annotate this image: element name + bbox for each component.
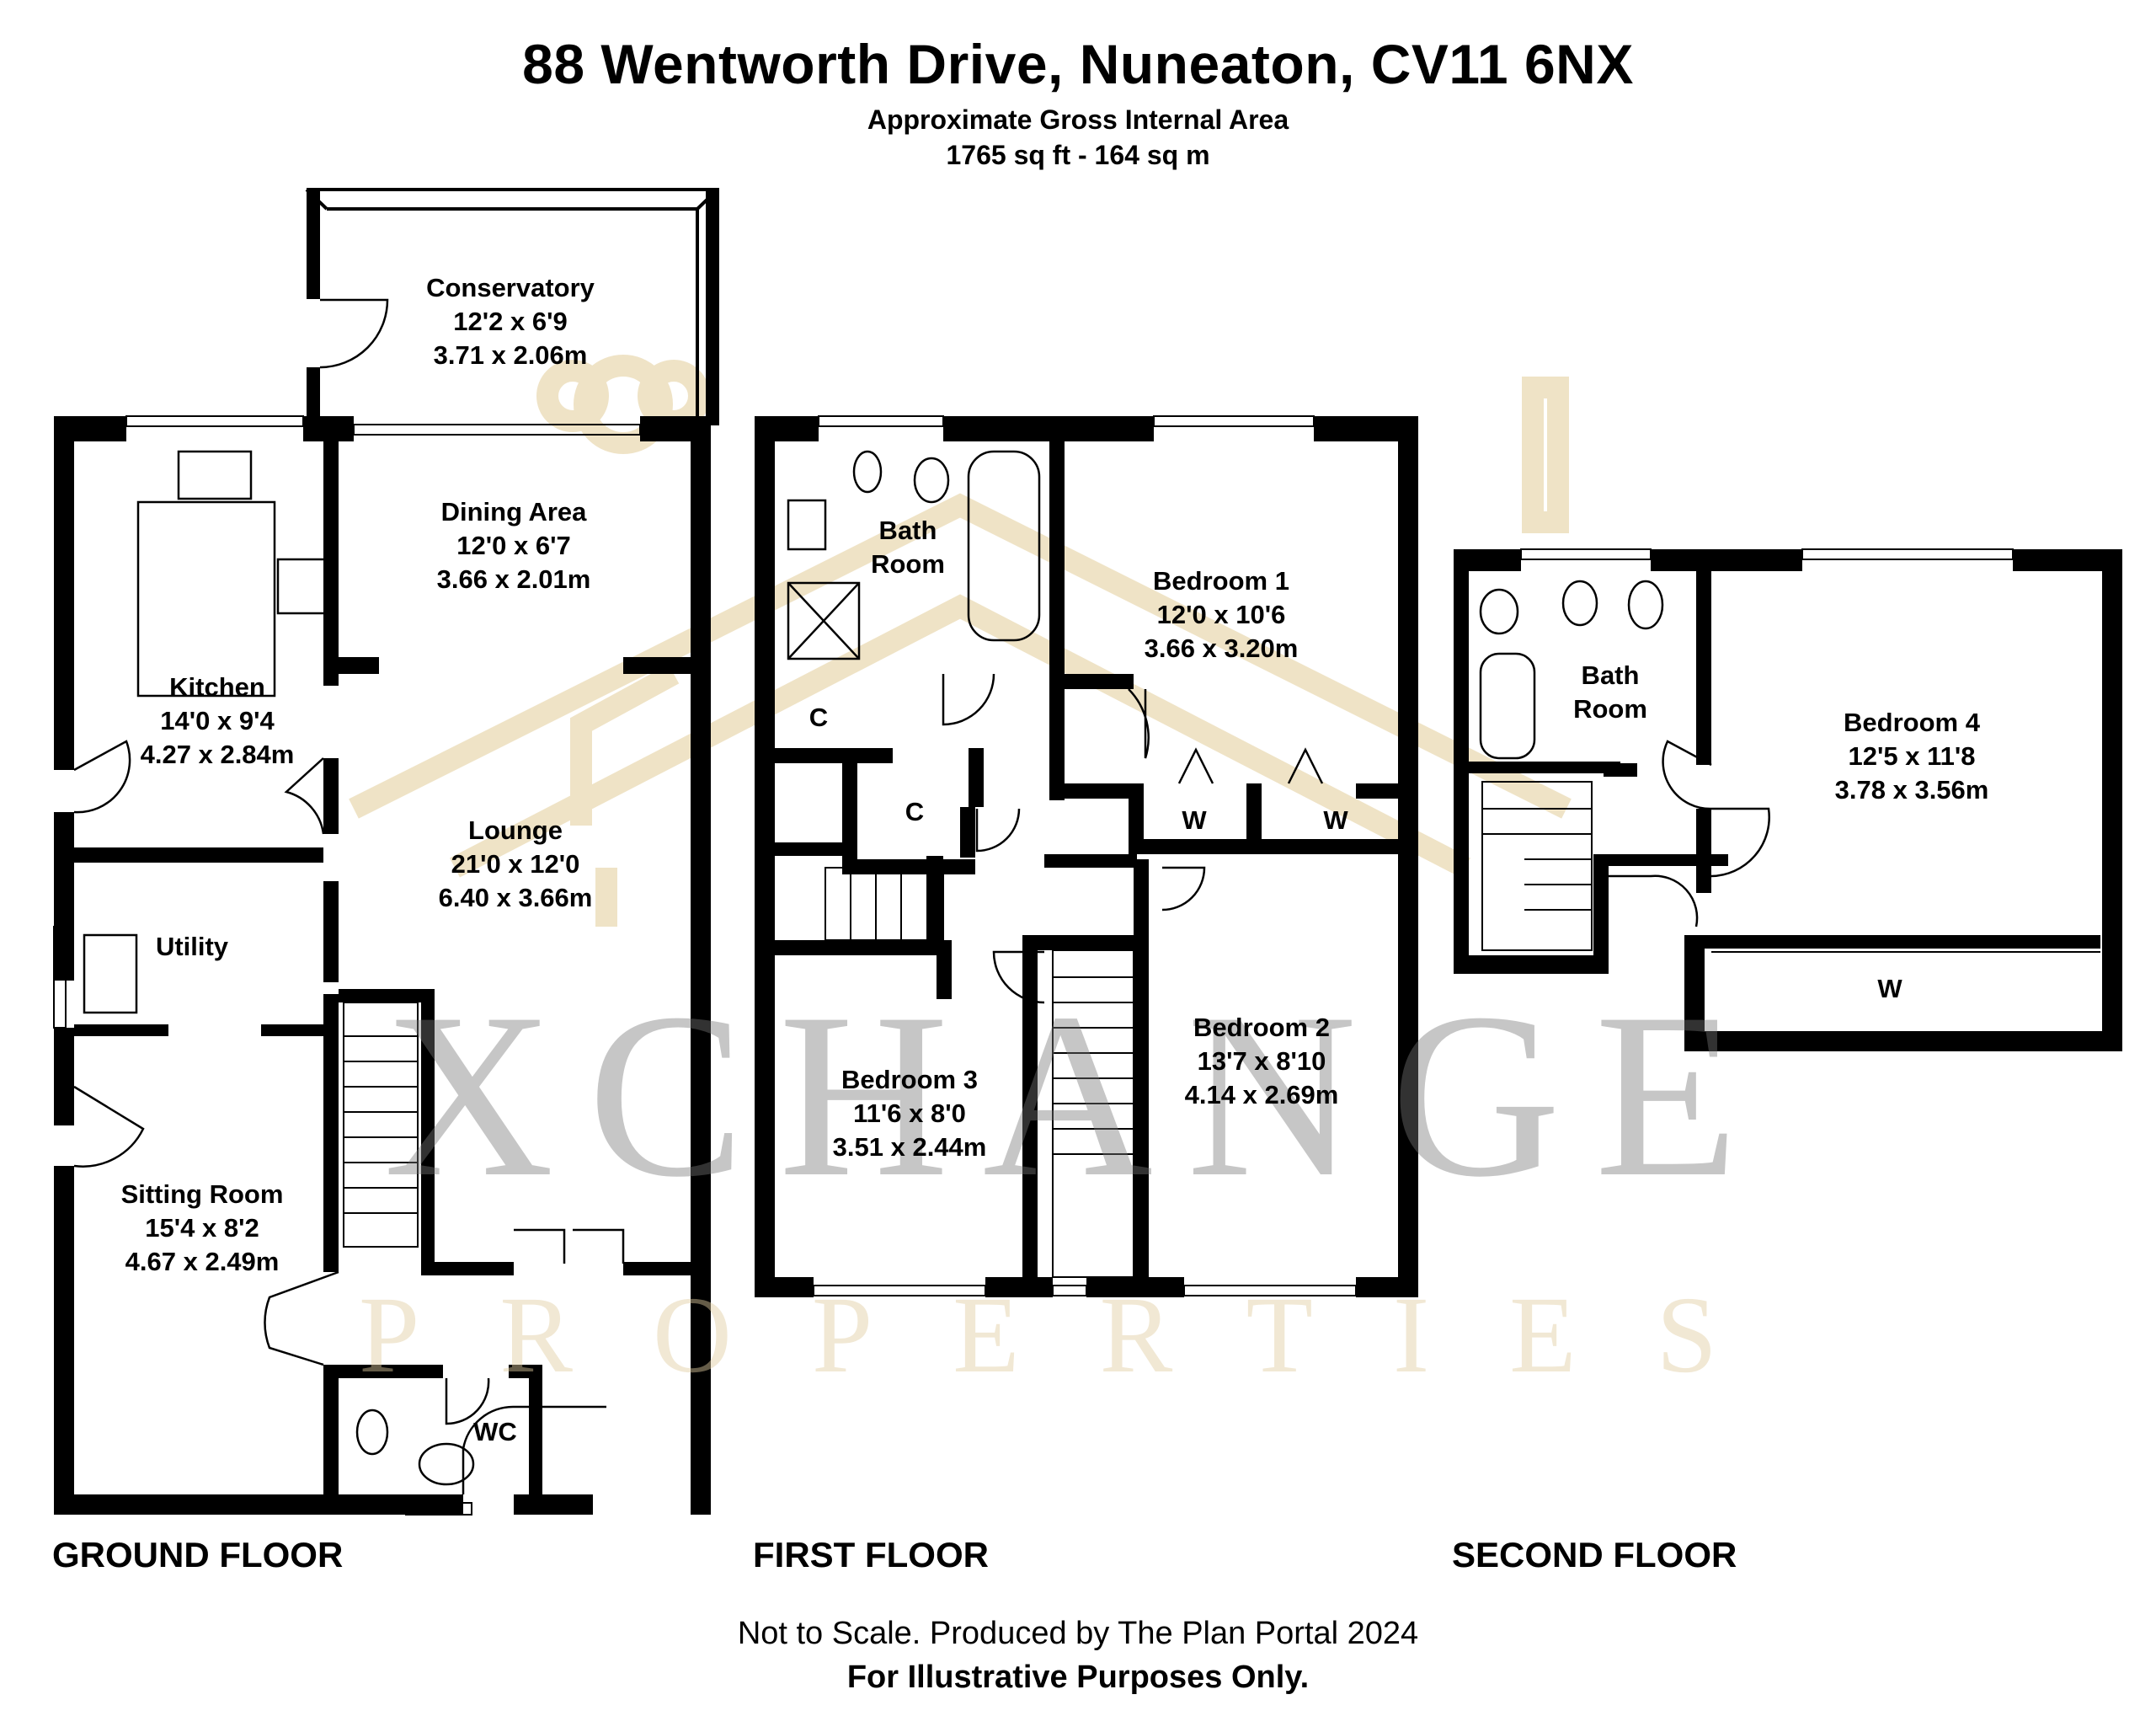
watermark-tagline: PROPERTIES: [359, 1275, 1797, 1396]
room-conservatory: Conservatory 12'2 x 6'9 3.71 x 2.06m: [426, 271, 595, 372]
room-name-line1: Bath: [878, 516, 937, 545]
area-label: Approximate Gross Internal Area: [867, 104, 1289, 135]
second-floor-label: SECOND FLOOR: [1452, 1535, 1737, 1574]
footer-credit: Not to Scale. Produced by The Plan Porta…: [737, 1616, 1419, 1651]
room-bedroom-1: Bedroom 1 12'0 x 10'6 3.66 x 3.20m: [1145, 564, 1299, 666]
stairs: [343, 781, 1593, 1278]
conservatory-frame: [305, 188, 719, 425]
room-imperial: 12'2 x 6'9: [453, 307, 568, 336]
cupboard-1: C: [808, 703, 829, 732]
room-name: Bedroom 3: [841, 1065, 978, 1094]
room-imperial: 21'0 x 12'0: [451, 849, 580, 879]
room-dining-area: Dining Area 12'0 x 6'7 3.66 x 2.01m: [437, 495, 591, 596]
room-name: Dining Area: [440, 497, 587, 527]
room-bathroom-first: Bath Room: [871, 514, 945, 581]
room-name: Bedroom 1: [1153, 566, 1289, 596]
first-floor-label: FIRST FLOOR: [753, 1535, 989, 1574]
footer-disclaimer: For Illustrative Purposes Only.: [846, 1660, 1310, 1695]
room-utility: Utility: [156, 930, 228, 964]
watermark-house-logo: [349, 355, 1572, 927]
room-name: Sitting Room: [120, 1179, 284, 1209]
room-kitchen: Kitchen 14'0 x 9'4 4.27 x 2.84m: [141, 671, 295, 772]
room-metric: 3.66 x 2.01m: [436, 564, 591, 594]
room-name-line2: Room: [1573, 694, 1647, 724]
room-imperial: 12'0 x 6'7: [456, 531, 571, 560]
wardrobe-1: W: [1182, 805, 1207, 835]
room-metric: 3.71 x 2.06m: [433, 340, 588, 370]
area-value: 1765 sq ft - 164 sq m: [946, 140, 1210, 170]
ground-floor-label: GROUND FLOOR: [52, 1535, 344, 1574]
page-title: 88 Wentworth Drive, Nuneaton, CV11 6NX: [522, 33, 1634, 95]
room-imperial: 15'4 x 8'2: [145, 1213, 259, 1243]
room-metric: 4.67 x 2.49m: [125, 1247, 280, 1276]
room-name: Utility: [155, 932, 229, 961]
room-metric: 3.51 x 2.44m: [832, 1132, 987, 1162]
windows: [53, 415, 2073, 1516]
room-bedroom-4: Bedroom 4 12'5 x 11'8 3.78 x 3.56m: [1835, 706, 1989, 807]
room-sitting-room: Sitting Room 15'4 x 8'2 4.67 x 2.49m: [121, 1178, 284, 1279]
walls: [54, 190, 2122, 1515]
room-metric: 4.27 x 2.84m: [140, 740, 295, 769]
door-swings: [73, 298, 1770, 1494]
room-name: Conservatory: [426, 273, 595, 302]
room-name: Kitchen: [169, 672, 265, 702]
watermark-brand: XCHANGE: [383, 964, 1773, 1226]
wardrobe-2: W: [1323, 805, 1348, 835]
room-wc: WC: [473, 1417, 517, 1446]
room-imperial: 11'6 x 8'0: [853, 1099, 966, 1128]
room-bedroom-3: Bedroom 3 11'6 x 8'0 3.51 x 2.44m: [833, 1063, 987, 1164]
sanitary-fixtures: [83, 450, 1664, 1486]
room-metric: 3.66 x 3.20m: [1144, 633, 1299, 663]
room-name-line1: Bath: [1581, 660, 1640, 690]
room-bathroom-second: Bath Room: [1573, 659, 1647, 726]
room-metric: 3.78 x 3.56m: [1834, 775, 1989, 805]
room-metric: 6.40 x 3.66m: [438, 883, 593, 912]
room-name: Bedroom 4: [1844, 708, 1980, 737]
room-imperial: 13'7 x 8'10: [1197, 1046, 1326, 1076]
room-name: Lounge: [468, 815, 563, 845]
room-bedroom-2: Bedroom 2 13'7 x 8'10 4.14 x 2.69m: [1185, 1011, 1339, 1112]
wardrobe-3: W: [1877, 974, 1903, 1003]
room-lounge: Lounge 21'0 x 12'0 6.40 x 3.66m: [439, 814, 593, 915]
cupboard-2: C: [905, 797, 925, 826]
room-name-line2: Room: [871, 549, 945, 579]
room-name: Bedroom 2: [1193, 1013, 1330, 1042]
room-imperial: 14'0 x 9'4: [160, 706, 275, 735]
room-metric: 4.14 x 2.69m: [1184, 1080, 1339, 1109]
room-imperial: 12'0 x 10'6: [1156, 600, 1286, 629]
room-imperial: 12'5 x 11'8: [1848, 741, 1976, 771]
